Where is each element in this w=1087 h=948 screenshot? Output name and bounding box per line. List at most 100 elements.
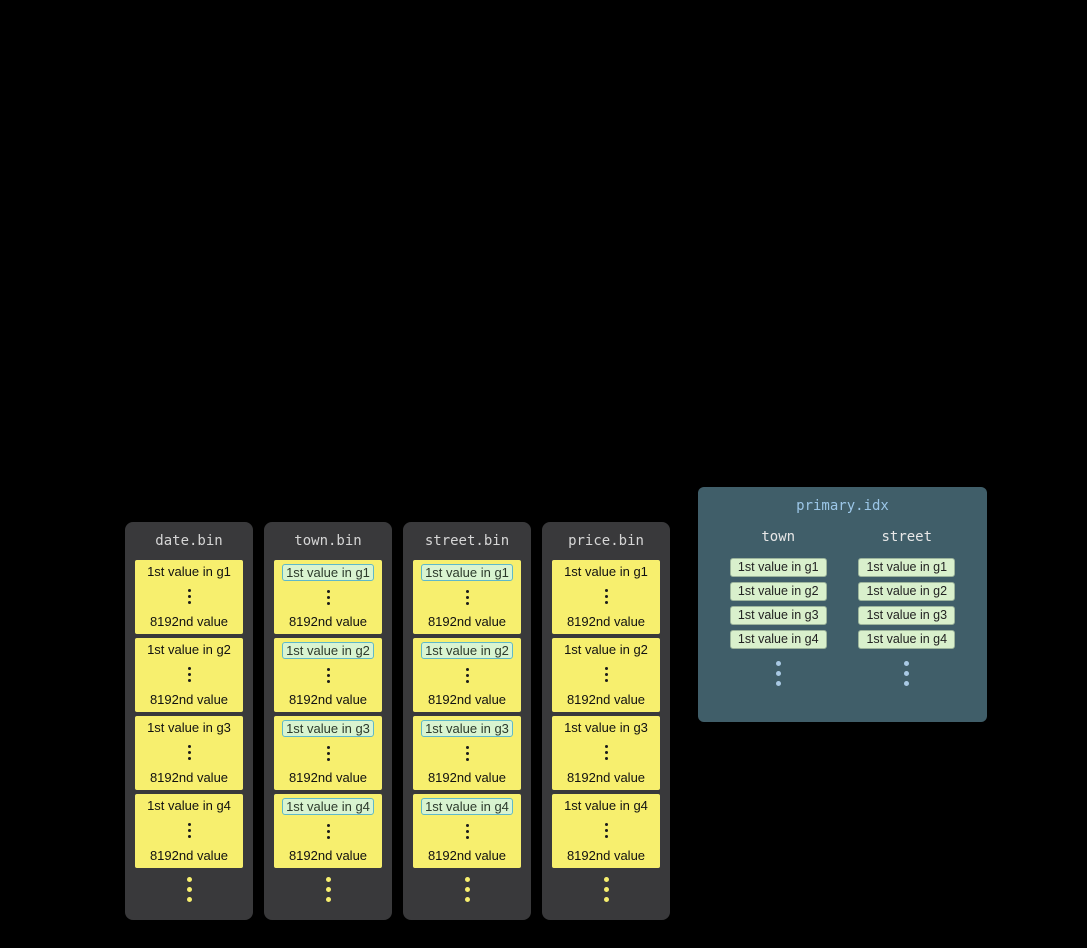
index-entry: 1st value in g4 [729, 630, 827, 649]
granule-last-value: 8192nd value [566, 848, 646, 863]
granule-ellipsis [465, 668, 469, 683]
granule-last-value: 8192nd value [566, 692, 646, 707]
granule-first-value: 1st value in g4 [421, 798, 513, 815]
granule-stack: 1st value in g1 8192nd value 1st value i… [413, 560, 521, 868]
granule-last-value: 8192nd value [288, 848, 368, 863]
more-granules-ellipsis [603, 877, 609, 902]
granule-first-value: 1st value in g4 [282, 798, 374, 815]
primary-index-title: primary.idx [796, 498, 889, 514]
index-entry: 1st value in g1 [729, 558, 827, 577]
granule-first-value: 1st value in g1 [147, 564, 231, 579]
granule-first-value: 1st value in g2 [147, 642, 231, 657]
granule-ellipsis [604, 667, 608, 682]
granule-last-value: 8192nd value [149, 692, 229, 707]
more-granules-ellipsis [186, 877, 192, 902]
index-entry: 1st value in g2 [729, 582, 827, 601]
granule-first-value: 1st value in g3 [282, 720, 374, 737]
index-entry-stack: 1st value in g1 1st value in g2 1st valu… [729, 558, 827, 649]
granule-first-value: 1st value in g2 [564, 642, 648, 657]
index-column-name: town [761, 529, 796, 545]
granule-last-value: 8192nd value [288, 770, 368, 785]
granule-first-value: 1st value in g3 [421, 720, 513, 737]
granule-last-value: 8192nd value [566, 770, 646, 785]
granule-last-value: 8192nd value [288, 692, 368, 707]
granule-ellipsis [326, 668, 330, 683]
granule-ellipsis [187, 823, 191, 838]
primary-index-panel: primary.idx town 1st value in g1 1st val… [698, 487, 987, 722]
index-entry: 1st value in g4 [858, 630, 956, 649]
granule-first-value: 1st value in g4 [564, 798, 648, 813]
granule-block: 1st value in g4 8192nd value [552, 794, 660, 868]
index-entry: 1st value in g1 [858, 558, 956, 577]
bin-file-columns: date.bin 1st value in g1 8192nd value 1s… [125, 522, 670, 920]
granule-last-value: 8192nd value [149, 848, 229, 863]
bin-file-column: street.bin 1st value in g1 8192nd value … [403, 522, 531, 920]
primary-index-columns: town 1st value in g1 1st value in g2 1st… [698, 529, 987, 686]
granule-last-value: 8192nd value [427, 614, 507, 629]
granule-ellipsis [326, 746, 330, 761]
index-entry: 1st value in g3 [858, 606, 956, 625]
granule-block: 1st value in g4 8192nd value [135, 794, 243, 868]
index-column: town 1st value in g1 1st value in g2 1st… [729, 529, 827, 686]
granule-block: 1st value in g1 8192nd value [274, 560, 382, 634]
granule-block: 1st value in g1 8192nd value [552, 560, 660, 634]
bin-file-title: date.bin [155, 533, 223, 549]
granule-stack: 1st value in g1 8192nd value 1st value i… [274, 560, 382, 868]
granule-block: 1st value in g2 8192nd value [135, 638, 243, 712]
granule-ellipsis [465, 590, 469, 605]
granule-ellipsis [187, 745, 191, 760]
granule-last-value: 8192nd value [427, 692, 507, 707]
granule-block: 1st value in g3 8192nd value [413, 716, 521, 790]
granule-last-value: 8192nd value [149, 614, 229, 629]
bin-file-title: town.bin [294, 533, 362, 549]
bin-file-title: street.bin [424, 533, 510, 549]
index-entry: 1st value in g2 [858, 582, 956, 601]
granule-ellipsis [187, 667, 191, 682]
granule-first-value: 1st value in g1 [421, 564, 513, 581]
granule-block: 1st value in g4 8192nd value [274, 794, 382, 868]
granule-ellipsis [326, 590, 330, 605]
granule-ellipsis [604, 589, 608, 604]
granule-block: 1st value in g2 8192nd value [274, 638, 382, 712]
granule-first-value: 1st value in g4 [147, 798, 231, 813]
granule-block: 1st value in g3 8192nd value [135, 716, 243, 790]
granule-block: 1st value in g3 8192nd value [274, 716, 382, 790]
granule-ellipsis [326, 824, 330, 839]
granule-last-value: 8192nd value [427, 848, 507, 863]
granule-last-value: 8192nd value [149, 770, 229, 785]
granule-block: 1st value in g2 8192nd value [552, 638, 660, 712]
bin-file-column: date.bin 1st value in g1 8192nd value 1s… [125, 522, 253, 920]
granule-first-value: 1st value in g3 [147, 720, 231, 735]
more-granules-ellipsis [325, 877, 331, 902]
granule-first-value: 1st value in g1 [282, 564, 374, 581]
granule-first-value: 1st value in g3 [564, 720, 648, 735]
granule-ellipsis [187, 589, 191, 604]
index-entry: 1st value in g3 [729, 606, 827, 625]
granule-ellipsis [604, 823, 608, 838]
bin-file-title: price.bin [568, 533, 644, 549]
index-column: street 1st value in g1 1st value in g2 1… [858, 529, 956, 686]
bin-file-column: price.bin 1st value in g1 8192nd value 1… [542, 522, 670, 920]
granule-ellipsis [465, 746, 469, 761]
granule-block: 1st value in g1 8192nd value [135, 560, 243, 634]
granule-last-value: 8192nd value [566, 614, 646, 629]
granule-block: 1st value in g2 8192nd value [413, 638, 521, 712]
index-column-name: street [881, 529, 933, 545]
granule-block: 1st value in g4 8192nd value [413, 794, 521, 868]
granule-last-value: 8192nd value [288, 614, 368, 629]
more-granules-ellipsis [464, 877, 470, 902]
granule-first-value: 1st value in g1 [564, 564, 648, 579]
index-entry-stack: 1st value in g1 1st value in g2 1st valu… [858, 558, 956, 649]
bin-file-column: town.bin 1st value in g1 8192nd value 1s… [264, 522, 392, 920]
granule-ellipsis [465, 824, 469, 839]
granule-first-value: 1st value in g2 [282, 642, 374, 659]
granule-last-value: 8192nd value [427, 770, 507, 785]
granule-block: 1st value in g1 8192nd value [413, 560, 521, 634]
granule-first-value: 1st value in g2 [421, 642, 513, 659]
more-entries-ellipsis [775, 661, 781, 686]
granule-block: 1st value in g3 8192nd value [552, 716, 660, 790]
granule-ellipsis [604, 745, 608, 760]
granule-stack: 1st value in g1 8192nd value 1st value i… [552, 560, 660, 868]
granule-stack: 1st value in g1 8192nd value 1st value i… [135, 560, 243, 868]
